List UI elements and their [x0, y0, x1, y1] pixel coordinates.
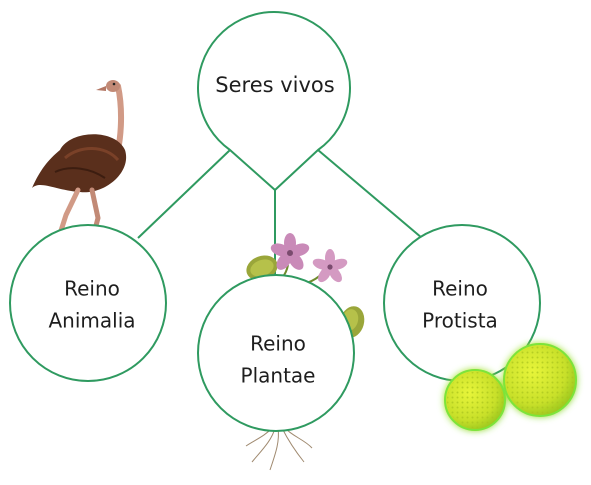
flower: [270, 233, 310, 270]
roots: [245, 427, 313, 471]
node-reino-plantae-line2: Plantae: [241, 364, 316, 388]
node-reino-animalia-line1: Reino: [64, 277, 120, 301]
connector-root-protista: [317, 149, 423, 239]
node-reino-protista-line2: Protista: [422, 309, 498, 333]
node-reino-animalia-line2: Animalia: [48, 309, 135, 333]
root-node: Seres vivos: [197, 11, 351, 191]
node-reino-plantae-line1: Reino: [250, 332, 306, 356]
ostrich-illustration: [32, 80, 127, 249]
green-algae-cells-illustration: [444, 343, 577, 431]
root-node-label: Seres vivos: [215, 73, 334, 97]
node-reino-animalia: Reino Animalia: [9, 224, 167, 382]
node-reino-protista-line1: Reino: [432, 277, 488, 301]
flower: [312, 249, 348, 283]
connector-root-animalia: [137, 149, 231, 239]
node-reino-plantae: Reino Plantae: [197, 274, 355, 432]
node-reino-protista: Reino Protista: [383, 224, 541, 382]
